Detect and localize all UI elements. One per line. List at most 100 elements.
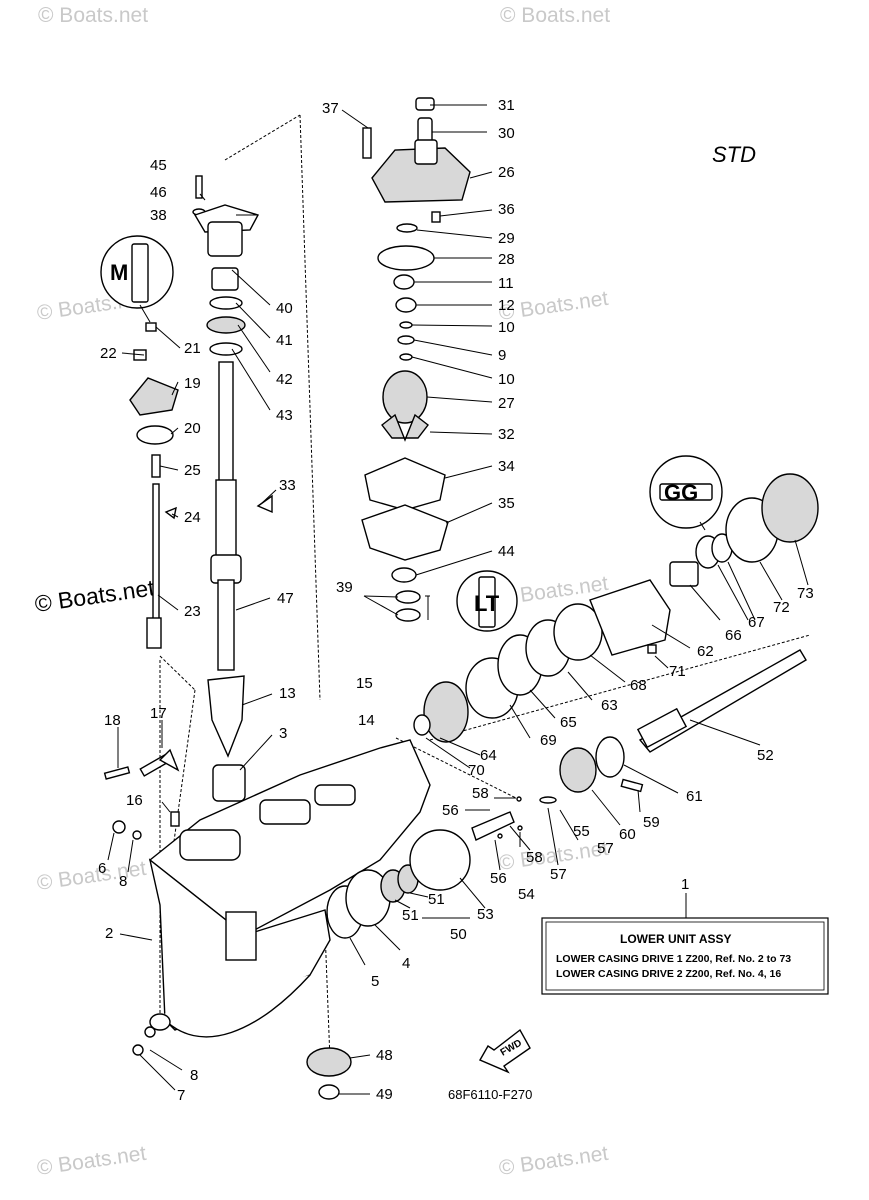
callout: 11 bbox=[498, 275, 514, 292]
callout: 10 bbox=[498, 319, 515, 336]
alignment-lines bbox=[159, 114, 811, 1061]
callout: 50 bbox=[450, 926, 467, 943]
callout: 14 bbox=[358, 712, 375, 729]
callout: 12 bbox=[498, 297, 515, 314]
callout: 22 bbox=[100, 345, 117, 362]
callout: 6 bbox=[98, 860, 106, 877]
watermark: © Boats.net bbox=[500, 4, 610, 27]
callout: 55 bbox=[573, 823, 590, 840]
shift-rod-group: M bbox=[100, 235, 181, 649]
callout: 65 bbox=[560, 714, 577, 731]
callout: 27 bbox=[498, 395, 515, 412]
callout: 71 bbox=[669, 663, 686, 680]
figure-code: 68F6110-F270 bbox=[448, 1087, 532, 1102]
callout: 23 bbox=[184, 603, 201, 620]
callout: 42 bbox=[276, 371, 293, 388]
watermark: © Boats.net bbox=[497, 1142, 609, 1180]
callout: 8 bbox=[119, 873, 127, 890]
callout: 16 bbox=[126, 792, 143, 809]
callout: 56 bbox=[442, 802, 459, 819]
symbol-gg: GG bbox=[664, 480, 698, 505]
watermark: © Boats.net bbox=[35, 857, 147, 895]
callout: 17 bbox=[150, 705, 167, 722]
callout: 54 bbox=[518, 886, 535, 903]
callout: 58 bbox=[472, 785, 489, 802]
callout: 52 bbox=[757, 747, 774, 764]
callout: 34 bbox=[498, 458, 515, 475]
callout: 32 bbox=[498, 426, 515, 443]
callout: 67 bbox=[748, 614, 765, 631]
callout: 43 bbox=[276, 407, 293, 424]
callout: 39 bbox=[336, 579, 353, 596]
variant-label: STD bbox=[712, 142, 756, 167]
fastener-group bbox=[103, 720, 180, 1056]
callout: 73 bbox=[797, 585, 814, 602]
callout: 3 bbox=[279, 725, 287, 742]
callout: 68 bbox=[630, 677, 647, 694]
callout: 70 bbox=[468, 762, 485, 779]
callout: 56 bbox=[490, 870, 507, 887]
callout: 20 bbox=[184, 420, 201, 437]
callout: 31 bbox=[498, 97, 515, 114]
callout: 35 bbox=[498, 495, 515, 512]
callout: 36 bbox=[498, 201, 515, 218]
symbol-m: M bbox=[110, 260, 128, 285]
callout: 19 bbox=[184, 375, 201, 392]
callout: 37 bbox=[322, 100, 339, 117]
watermark: © Boats.net bbox=[38, 4, 148, 27]
callout: 41 bbox=[276, 332, 293, 349]
callout: 33 bbox=[279, 477, 296, 494]
fwd-arrow: FWD bbox=[479, 1028, 531, 1074]
callout: 30 bbox=[498, 125, 515, 142]
callout: 29 bbox=[498, 230, 515, 247]
callout: 47 bbox=[277, 590, 294, 607]
callout: 62 bbox=[697, 643, 714, 660]
callout: 38 bbox=[150, 207, 167, 224]
callout: 10 bbox=[498, 371, 515, 388]
callout: 15 bbox=[356, 675, 373, 692]
info-box-title: LOWER UNIT ASSY bbox=[620, 932, 732, 946]
callout: 7 bbox=[177, 1087, 185, 1104]
callout: 49 bbox=[376, 1086, 393, 1103]
reverse-gear-group: GG LT bbox=[413, 455, 819, 769]
callout: 51 bbox=[428, 891, 445, 908]
callout: 44 bbox=[498, 543, 515, 560]
main-watermark: © Boats.net bbox=[33, 574, 157, 617]
callout: 58 bbox=[526, 849, 543, 866]
info-box-line-1: LOWER CASING DRIVE 1 Z200, Ref. No. 2 to… bbox=[556, 953, 791, 965]
watermark: © Boats.net bbox=[35, 1142, 147, 1180]
callout: 63 bbox=[601, 697, 618, 714]
callout: 72 bbox=[773, 599, 790, 616]
callout: 26 bbox=[498, 164, 515, 181]
callout: 51 bbox=[402, 907, 419, 924]
bearing-group-front bbox=[326, 829, 486, 966]
callout: 60 bbox=[619, 826, 636, 843]
callout: 61 bbox=[686, 788, 703, 805]
callout: 13 bbox=[279, 685, 296, 702]
callout: 28 bbox=[498, 251, 515, 268]
symbol-lt: LT bbox=[474, 591, 500, 616]
callout: 46 bbox=[150, 184, 167, 201]
callout: 25 bbox=[184, 462, 201, 479]
lower-casing bbox=[119, 739, 431, 1091]
callout: 2 bbox=[105, 925, 113, 942]
pinion-group bbox=[306, 1047, 371, 1100]
callout: 64 bbox=[480, 747, 497, 764]
callout: 18 bbox=[104, 712, 121, 729]
callout: 69 bbox=[540, 732, 557, 749]
callout: 4 bbox=[402, 955, 410, 972]
callout: 53 bbox=[477, 906, 494, 923]
callout: 21 bbox=[184, 340, 201, 357]
drive-shaft-group bbox=[192, 175, 277, 802]
callout: 40 bbox=[276, 300, 293, 317]
callout: 48 bbox=[376, 1047, 393, 1064]
callout: 8 bbox=[190, 1067, 198, 1084]
callout: 9 bbox=[498, 347, 506, 364]
info-box-line-2: LOWER CASING DRIVE 2 Z200, Ref. No. 4, 1… bbox=[556, 968, 781, 980]
callout: 57 bbox=[550, 866, 567, 883]
callout: 24 bbox=[184, 509, 201, 526]
callout: 45 bbox=[150, 157, 167, 174]
callout: 1 bbox=[681, 876, 689, 893]
callout: 66 bbox=[725, 627, 742, 644]
